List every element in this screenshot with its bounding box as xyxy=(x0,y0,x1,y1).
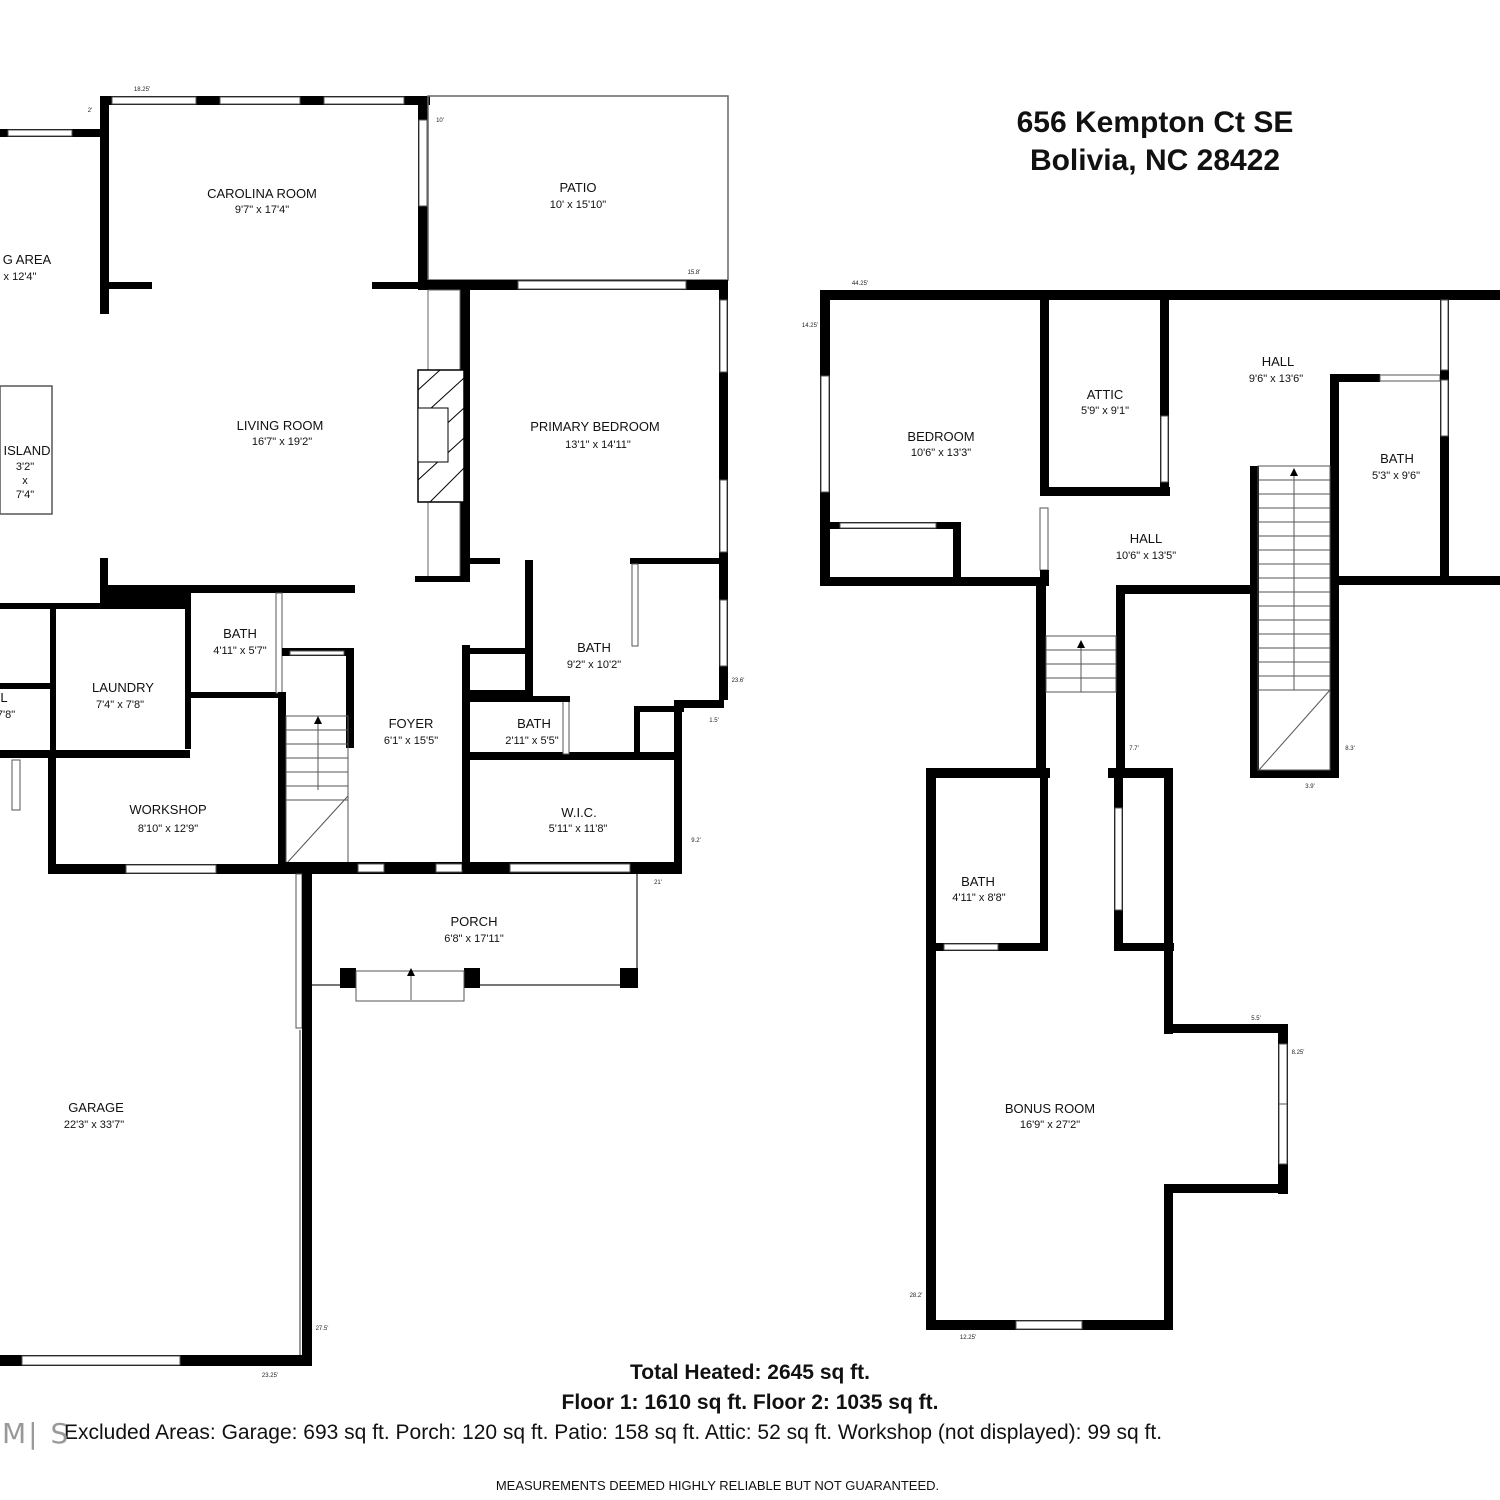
room-dim-hall-top: 9'6" x 13'6" xyxy=(1249,373,1303,385)
room-name-primary: PRIMARY BEDROOM xyxy=(530,419,660,434)
room-dim-hall-left: 7'8" xyxy=(0,709,15,721)
floor1-labels: G AREA x 12'4" CAROLINA ROOM 9'7" x 17'4… xyxy=(0,180,660,1131)
excluded-areas: Excluded Areas: Garage: 693 sq ft. Porch… xyxy=(64,1421,1163,1444)
property-address: 656 Kempton Ct SE Bolivia, NC 28422 xyxy=(950,104,1360,180)
measurement: 10' xyxy=(436,118,444,124)
room-dim-bath-small: 2'11" x 5'5" xyxy=(505,735,558,747)
room-dim-porch: 6'8" x 17'11" xyxy=(444,933,504,945)
measurement: 27.5' xyxy=(316,1326,329,1332)
room-dim-island: 3'2" xyxy=(16,461,34,473)
room-dim-primary: 13'1" x 14'11" xyxy=(565,439,631,451)
room-name-laundry: LAUNDRY xyxy=(92,680,154,695)
floor2-labels: BEDROOM 10'6" x 13'3" ATTIC 5'9" x 9'1" … xyxy=(907,354,1420,1131)
room-name-island: ISLAND xyxy=(4,443,51,458)
disclaimer: MEASUREMENTS DEEMED HIGHLY RELIABLE BUT … xyxy=(495,1478,940,1493)
measurement: 15.8' xyxy=(688,270,701,276)
room-name-bath-upper: BATH xyxy=(961,874,995,889)
room-dim-bath1: 4'11" x 5'7" xyxy=(213,645,266,657)
room-name-patio: PATIO xyxy=(559,180,596,195)
room-dim-attic: 5'9" x 9'1" xyxy=(1081,405,1129,417)
room-name-hall-mid: HALL xyxy=(1130,531,1163,546)
room-name-bath1: BATH xyxy=(223,626,257,641)
room-dim-garage: 22'3" x 33'7" xyxy=(64,1119,124,1131)
room-dim-bath-upper: 4'11" x 8'8" xyxy=(952,892,1005,904)
room-dim-hall-mid: 10'6" x 13'5" xyxy=(1116,550,1176,562)
measurement: 8.25' xyxy=(1292,1050,1305,1056)
room-dim-living: 16'7" x 19'2" xyxy=(252,436,312,448)
room-name-garage: GARAGE xyxy=(68,1100,124,1115)
room-name-living: LIVING ROOM xyxy=(237,418,324,433)
measurement: 1.5' xyxy=(709,718,719,724)
room-dim-wic: 5'11" x 11'8" xyxy=(549,823,608,835)
room-name-bath-small: BATH xyxy=(517,716,551,731)
measurement: 12.25' xyxy=(960,1335,976,1341)
room-dim-island-2: 7'4" xyxy=(16,489,34,501)
floor2-walls xyxy=(820,290,1500,1330)
mls-logo: M| S xyxy=(2,1417,71,1450)
room-dim-foyer: 6'1" x 15'5" xyxy=(384,735,438,747)
room-dim-workshop: 8'10" x 12'9" xyxy=(138,823,198,835)
measurement: 18.25' xyxy=(134,87,150,93)
room-dim-bedroom: 10'6" x 13'3" xyxy=(911,447,971,459)
room-name-bonus: BONUS ROOM xyxy=(1005,1101,1095,1116)
room-name-porch: PORCH xyxy=(451,914,498,929)
measurement: 3.9' xyxy=(1305,784,1315,790)
room-dim-carolina: 9'7" x 17'4" xyxy=(235,204,289,216)
measurement: 9.2' xyxy=(691,838,701,844)
room-dim-bath-right: 5'3" x 9'6" xyxy=(1372,470,1420,482)
area-totals: Total Heated: 2645 sq ft. Floor 1: 1610 … xyxy=(0,1358,1500,1444)
room-dim-laundry: 7'4" x 7'8" xyxy=(96,699,144,711)
room-name-carolina: CAROLINA ROOM xyxy=(207,186,317,201)
measurement: 23.25' xyxy=(262,1373,278,1379)
floor-breakdown: Floor 1: 1610 sq ft. Floor 2: 1035 sq ft… xyxy=(561,1391,939,1414)
measurement: 23.6' xyxy=(732,678,745,684)
total-heated: Total Heated: 2645 sq ft. xyxy=(629,1361,870,1384)
room-name-wic: W.I.C. xyxy=(561,805,596,820)
measurement: 14.25' xyxy=(802,323,818,329)
room-name-hall-left: L xyxy=(0,690,7,705)
room-name-attic: ATTIC xyxy=(1087,387,1124,402)
floor1-walls xyxy=(0,95,729,1366)
room-name-bath-right: BATH xyxy=(1380,451,1414,466)
address-street: 656 Kempton Ct SE xyxy=(1016,106,1294,139)
room-dim-dining: x 12'4" xyxy=(4,271,37,283)
room-name-foyer: FOYER xyxy=(389,716,434,731)
floor2-measurements: 44.25' 14.25' 7.7' 8.3' 3.9' 5.5' 8.25' … xyxy=(802,281,1355,1341)
room-name-workshop: WORKSHOP xyxy=(129,802,206,817)
room-dim-bonus: 16'9" x 27'2" xyxy=(1020,1119,1080,1131)
measurement: 21' xyxy=(654,880,662,886)
room-dim-patio: 10' x 15'10" xyxy=(550,199,607,211)
room-dim-island-x: x xyxy=(22,475,28,487)
floor1-measurements: 18.25' 2' 10' 15.8' 23.6' 1.5' 9.2' 21' … xyxy=(88,87,745,1379)
address-city: Bolivia, NC 28422 xyxy=(1029,144,1281,177)
room-name-hall-top: HALL xyxy=(1262,354,1295,369)
measurement: 5.5' xyxy=(1251,1016,1261,1022)
room-name-bath-primary: BATH xyxy=(577,640,611,655)
measurement: 7.7' xyxy=(1129,746,1139,752)
measurement: 2' xyxy=(88,108,92,114)
room-name-dining: G AREA xyxy=(3,252,52,267)
measurement: 8.3' xyxy=(1345,746,1355,752)
room-dim-bath-primary: 9'2" x 10'2" xyxy=(567,659,621,671)
measurement: 28.2' xyxy=(910,1293,923,1299)
room-name-bedroom: BEDROOM xyxy=(907,429,974,444)
measurement: 44.25' xyxy=(852,281,868,287)
